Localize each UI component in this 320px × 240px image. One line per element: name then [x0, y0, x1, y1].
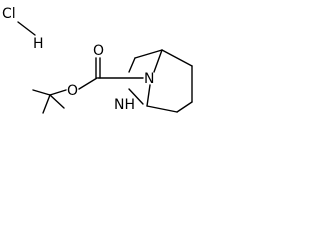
bottom-ring-bond	[146, 105, 178, 113]
o-carbonyl-bond	[78, 77, 98, 90]
n-bottom-bond	[146, 84, 151, 107]
nh-ring-bond	[128, 88, 144, 105]
tbu-methyl-bond-1	[32, 89, 51, 96]
amine-label: NH	[114, 97, 135, 113]
top-ring-bond	[161, 49, 193, 67]
ch2-to-ring-bond	[128, 57, 136, 73]
carbonyl-oxygen-label: O	[93, 43, 104, 59]
tbu-methyl-bond-2	[42, 94, 51, 114]
bridgehead-left-bond	[134, 49, 163, 59]
h-cl-bond	[17, 21, 36, 36]
bridge-nitrogen-label: N	[144, 71, 154, 87]
molecule-structure: Cl H O O N NH	[2, 6, 193, 114]
tbu-ester-bond	[49, 89, 67, 96]
chlorine-label: Cl	[2, 6, 16, 22]
n-bridgehead-top-bond	[153, 49, 163, 73]
bridgehead-bottom-bond	[176, 101, 193, 113]
ester-oxygen-label: O	[67, 83, 78, 99]
hydrogen-label: H	[33, 36, 44, 52]
tbu-methyl-bond-3	[49, 94, 65, 109]
structure-canvas: Cl H O O N NH	[0, 0, 207, 155]
